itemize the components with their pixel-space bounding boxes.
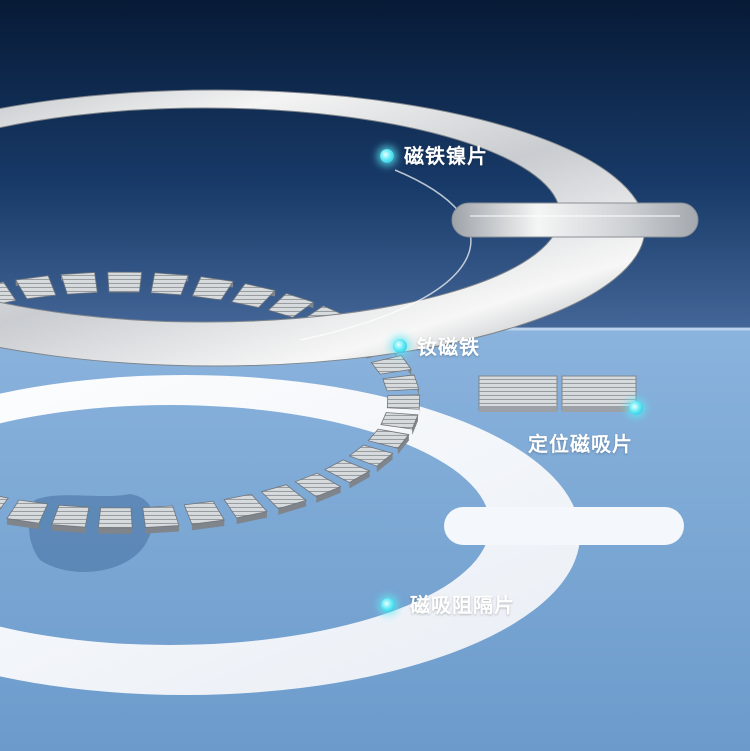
- nickel-bar: [452, 203, 698, 237]
- magnet-segment-edge: [98, 528, 132, 534]
- positioning-magnet-pads: [479, 376, 636, 412]
- magnet-segment: [387, 395, 419, 409]
- label-positioning-magnet: 定位磁吸片: [528, 428, 633, 457]
- magnet-segment: [61, 272, 97, 294]
- callout-dot-icon: [380, 149, 394, 163]
- magnet-segment: [143, 506, 179, 528]
- label-shield-sheet: 磁吸阻隔片: [410, 589, 515, 618]
- callout-dot-icon: [381, 598, 395, 612]
- shield-bar: [444, 507, 684, 545]
- label-nickel-ring: 磁铁镍片: [404, 140, 488, 169]
- label-nd-magnet: 钕磁铁: [417, 331, 480, 360]
- magnet-segment: [108, 272, 142, 292]
- callout-dot-icon: [393, 339, 407, 353]
- callout-dot-icon: [629, 401, 643, 415]
- magnet-segment: [98, 508, 132, 528]
